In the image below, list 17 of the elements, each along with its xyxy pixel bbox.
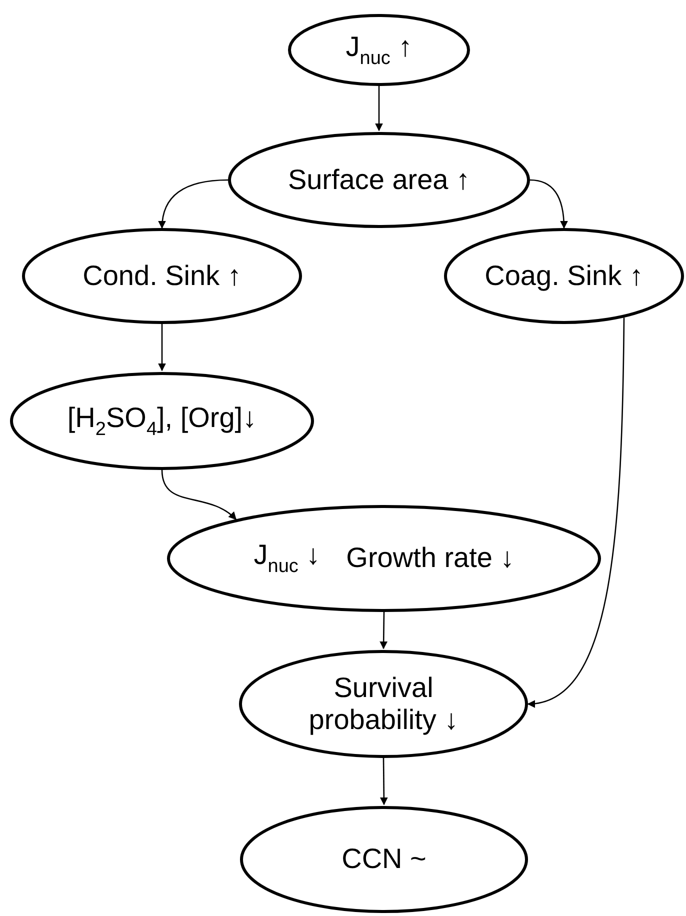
node-label: Survival probability ↓ — [308, 672, 460, 736]
node-label: J$_{nuc}$ ↑ — [346, 30, 412, 70]
node-label: Coag. Sink ↑ — [484, 260, 644, 292]
arrow — [375, 86, 383, 132]
arrow — [530, 179, 568, 229]
arrow — [158, 324, 166, 372]
node-label: [H$_{2}$SO$_{4}$], [Org]↓ — [67, 402, 257, 440]
node-label: Growth rate ↓ — [346, 542, 514, 575]
node-label: CCN ~ — [342, 843, 426, 876]
arrow — [158, 179, 228, 229]
arrow — [527, 318, 625, 707]
arrow — [380, 758, 388, 806]
node-label: Surface area ↑ — [288, 164, 470, 196]
arrow — [161, 470, 237, 520]
arrow — [380, 612, 388, 650]
node-label: Cond. Sink ↑ — [82, 260, 242, 292]
node-label: J$_{nuc}$ ↓ — [254, 539, 320, 578]
